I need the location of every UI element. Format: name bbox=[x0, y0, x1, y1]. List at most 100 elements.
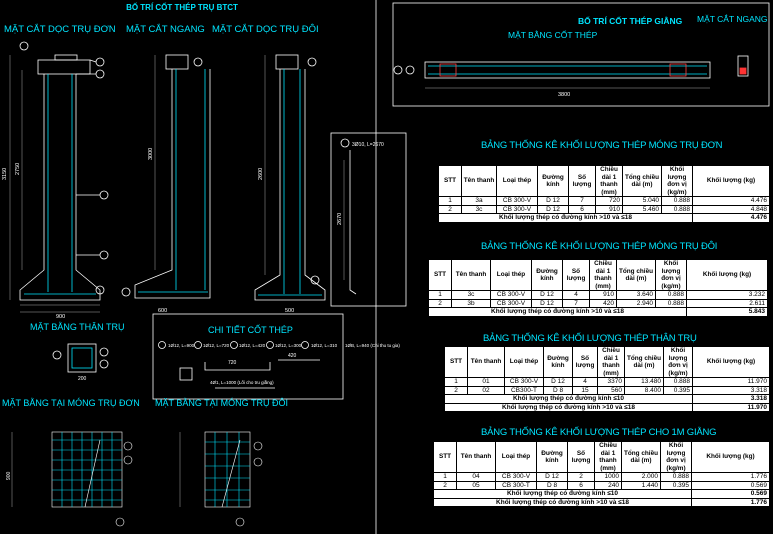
cell: 560 bbox=[597, 385, 625, 395]
giang-plan bbox=[393, 55, 749, 89]
th-duong-kinh: Đường kính bbox=[531, 259, 563, 291]
cell: CB 300-T bbox=[495, 480, 537, 490]
giang-frame bbox=[392, 2, 770, 107]
th-loai: Loại thép bbox=[496, 165, 538, 197]
th-chieu-dai: Chiều dài 1 thanh (mm) bbox=[595, 165, 623, 197]
cell: CB 300-V bbox=[490, 290, 532, 300]
title-doc-doi: MẶT CẮT DỌC TRỤ ĐÔI bbox=[212, 24, 319, 35]
cell: CB 300-V bbox=[504, 377, 544, 387]
cell: 2 bbox=[428, 298, 452, 308]
th-stt: STT bbox=[433, 441, 457, 473]
cell: 3c bbox=[451, 290, 491, 300]
cell: 01 bbox=[467, 377, 505, 387]
table1: STT Tên thanh Loại thép Đường kính Số lư… bbox=[437, 164, 771, 224]
cell: CB 300-V bbox=[495, 472, 537, 482]
summary-label: Khối lượng thép có đường kính >10 và ≤18 bbox=[444, 402, 693, 412]
cell: 0.569 bbox=[691, 480, 770, 490]
cell: 420 bbox=[589, 298, 617, 308]
mat-bang-cot-thep: MẶT BẰNG CỐT THÉP bbox=[508, 29, 598, 40]
cell: 240 bbox=[594, 480, 622, 490]
cell: 0.888 bbox=[655, 290, 687, 300]
cell: 2 bbox=[433, 480, 457, 490]
cell: 910 bbox=[595, 204, 623, 214]
th-stt: STT bbox=[428, 259, 452, 291]
bar-detail bbox=[340, 138, 357, 295]
cell: 1 bbox=[438, 196, 462, 206]
cell: 0.395 bbox=[660, 480, 692, 490]
th-kl-don-vi: Khối lượng đơn vị (kg/m) bbox=[663, 346, 693, 378]
cell: 0.888 bbox=[661, 204, 693, 214]
title-than-tru: MẶT BẰNG THÂN TRỤ bbox=[30, 322, 125, 332]
mong-don-plan bbox=[11, 431, 133, 527]
giang-title: BỐ TRÍ CỐT THÉP GIẰNG bbox=[578, 15, 683, 26]
bar-label-1: 3Ø10, L=2670 bbox=[352, 142, 384, 148]
cell: 910 bbox=[589, 290, 617, 300]
cell: CB 300-V bbox=[490, 298, 532, 308]
th-tong: Tổng chiều dài (m) bbox=[616, 259, 656, 291]
summary-label: Khối lượng thép có đường kính ≤10 bbox=[444, 394, 693, 404]
detail-label-1: 1Ø12, L=900 bbox=[168, 343, 195, 348]
cell: 1.776 bbox=[691, 472, 770, 482]
chi-tiet-bars bbox=[158, 341, 320, 389]
dim-2670: 2670 bbox=[337, 213, 343, 225]
cell: 11.970 bbox=[692, 377, 770, 387]
th-so-luong: Số lượng bbox=[568, 165, 596, 197]
table1-header: STT Tên thanh Loại thép Đường kính Số lư… bbox=[438, 165, 770, 197]
dim-3800: 3800 bbox=[558, 92, 570, 98]
cell: 3.318 bbox=[692, 385, 770, 395]
cell: 2.940 bbox=[616, 298, 656, 308]
table3-header: STT Tên thanh Loại thép Đường kính Số lư… bbox=[444, 346, 770, 378]
cell: D 8 bbox=[536, 480, 568, 490]
th-loai: Loại thép bbox=[504, 346, 544, 378]
dim-3000: 3000 bbox=[148, 148, 154, 160]
chi-tiet-frame bbox=[152, 313, 344, 400]
summary-label: Khối lượng thép có đường kính ≤10 bbox=[433, 489, 692, 499]
section-doc-doi bbox=[254, 54, 326, 301]
th-stt: STT bbox=[438, 165, 462, 197]
th-kl-don-vi: Khối lượng đơn vị (kg/m) bbox=[660, 441, 692, 473]
cell: CB 300-V bbox=[496, 196, 538, 206]
cell: 3370 bbox=[597, 377, 625, 387]
cell: 1 bbox=[428, 290, 452, 300]
dim-600: 600 bbox=[158, 308, 167, 314]
dim-420: 420 bbox=[288, 353, 297, 359]
cell: CB 300-V bbox=[496, 204, 538, 214]
detail-label-3: 1Ø12, L=420 bbox=[239, 343, 266, 348]
cell: 2.000 bbox=[621, 472, 661, 482]
cell: 7 bbox=[562, 298, 590, 308]
cell: 3.232 bbox=[686, 290, 768, 300]
table3-title: BẢNG THỐNG KÊ KHỐI LƯỢNG THÉP THÂN TRỤ bbox=[483, 333, 697, 344]
th-ten: Tên thanh bbox=[461, 165, 497, 197]
cell: 4.848 bbox=[692, 204, 770, 214]
th-chieu-dai: Chiều dài 1 thanh (mm) bbox=[594, 441, 622, 473]
th-kl: Khối lượng (kg) bbox=[692, 346, 770, 378]
cell: 0.888 bbox=[661, 196, 693, 206]
table2-title: BẢNG THỐNG KÊ KHỐI LƯỢNG THÉP MÓNG TRỤ Đ… bbox=[481, 241, 718, 252]
cell: 2 bbox=[438, 204, 462, 214]
table4-header: STT Tên thanh Loại thép Đường kính Số lư… bbox=[433, 441, 770, 473]
dim-900-mong: 900 bbox=[6, 471, 12, 480]
cell: 2 bbox=[567, 472, 595, 482]
cell: 4 bbox=[572, 377, 598, 387]
bar-detail-frame bbox=[330, 132, 407, 307]
cell: 2 bbox=[444, 385, 468, 395]
cell: 3a bbox=[461, 196, 497, 206]
detail-label-6: 4Ø1, L=1000 (Lối cho tru giằng) bbox=[210, 379, 274, 385]
dim-720: 720 bbox=[228, 360, 237, 366]
summary-row: Khối lượng thép có đường kính >10 và ≤18… bbox=[438, 213, 770, 223]
cell: 13.480 bbox=[624, 377, 664, 387]
cell: 3.640 bbox=[616, 290, 656, 300]
th-kl: Khối lượng (kg) bbox=[686, 259, 768, 291]
th-so-luong: Số lượng bbox=[562, 259, 590, 291]
table4-title: BẢNG THỐNG KÊ KHỐI LƯỢNG THÉP CHO 1M GIẰ… bbox=[481, 427, 717, 438]
bar-label-2: 1ØB, L=940 (Chi thu tu gia) bbox=[345, 343, 400, 348]
dim-500: 500 bbox=[285, 308, 294, 314]
cell: 4 bbox=[562, 290, 590, 300]
title-chi-tiet: CHI TIẾT CỐT THÉP bbox=[208, 324, 293, 335]
cell: 6 bbox=[567, 480, 595, 490]
title-mong-don: MẶT BẰNG TẠI MÓNG TRỤ ĐƠN bbox=[2, 398, 140, 408]
